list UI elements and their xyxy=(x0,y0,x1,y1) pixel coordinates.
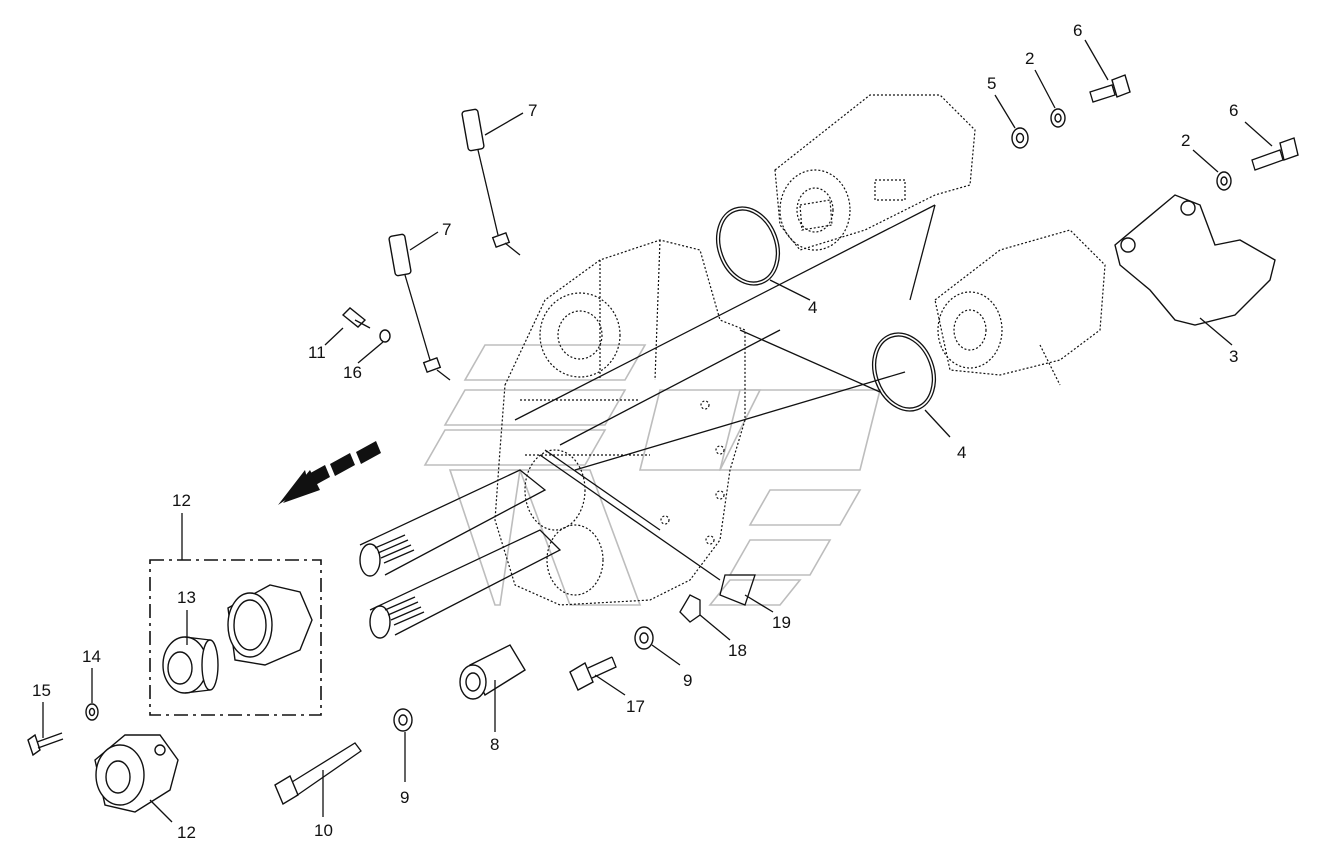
washer-16 xyxy=(379,329,391,343)
flange-bearing-12 xyxy=(94,734,179,813)
o-ring-upper xyxy=(716,206,780,286)
callout-2-lower: 2 xyxy=(1181,131,1190,150)
gearbox-housing xyxy=(494,239,746,606)
callout-12-bottom: 12 xyxy=(177,823,196,842)
callout-3: 3 xyxy=(1229,347,1238,366)
bearing-insert-13 xyxy=(162,636,219,694)
spacer-sleeve-8 xyxy=(459,644,526,700)
callout-6-upper: 6 xyxy=(1073,21,1082,40)
watermark-logo xyxy=(423,344,882,606)
callout-9-bottom: 9 xyxy=(400,788,409,807)
washer-2-lower xyxy=(1216,171,1232,191)
callout-18: 18 xyxy=(728,641,747,660)
clip-18 xyxy=(679,594,701,623)
callout-5: 5 xyxy=(987,74,996,93)
callout-4-upper: 4 xyxy=(808,298,817,317)
callout-13: 13 xyxy=(177,588,196,607)
bolt-17 xyxy=(569,656,617,691)
speed-sensor-lower xyxy=(388,233,451,381)
washer-9-bottom xyxy=(393,708,413,732)
callout-4-lower: 4 xyxy=(957,443,966,462)
long-bolt-10 xyxy=(274,742,362,806)
callout-8: 8 xyxy=(490,735,499,754)
callout-19: 19 xyxy=(772,613,791,632)
output-shafts xyxy=(359,469,562,639)
bearing-housing-box xyxy=(227,584,313,666)
bolt-15 xyxy=(27,732,64,757)
washer-2-upper xyxy=(1050,108,1066,128)
callout-2-upper: 2 xyxy=(1025,49,1034,68)
plate-19 xyxy=(719,574,756,606)
bolt-6-lower xyxy=(1251,137,1299,171)
bearing-kit-box xyxy=(149,513,322,716)
speed-sensor-upper xyxy=(461,108,521,256)
callout-15: 15 xyxy=(32,681,51,700)
washer-5 xyxy=(1011,127,1029,149)
washer-14 xyxy=(85,703,99,721)
callout-14: 14 xyxy=(82,647,101,666)
leader-lines xyxy=(42,39,1273,823)
callout-9-right: 9 xyxy=(683,671,692,690)
motor-bracket xyxy=(1114,194,1276,326)
washer-9-right xyxy=(634,626,654,650)
callout-12-box: 12 xyxy=(172,491,191,510)
hydraulic-motor-lower xyxy=(934,229,1106,386)
o-ring-lower xyxy=(872,332,936,412)
callout-labels: 7 7 11 16 12 13 14 15 12 10 9 8 17 9 18 … xyxy=(32,21,1238,842)
callout-10: 10 xyxy=(314,821,333,840)
hydraulic-motor-upper xyxy=(774,94,976,251)
callout-7-lower: 7 xyxy=(442,220,451,239)
callout-7-upper: 7 xyxy=(528,101,537,120)
dashed-left-arrow-icon xyxy=(278,441,381,505)
bolt-6-upper xyxy=(1089,74,1131,103)
callout-17: 17 xyxy=(626,697,645,716)
callout-6-lower: 6 xyxy=(1229,101,1238,120)
callout-11: 11 xyxy=(308,343,326,362)
screw-11 xyxy=(341,307,371,329)
callout-16: 16 xyxy=(343,363,362,382)
